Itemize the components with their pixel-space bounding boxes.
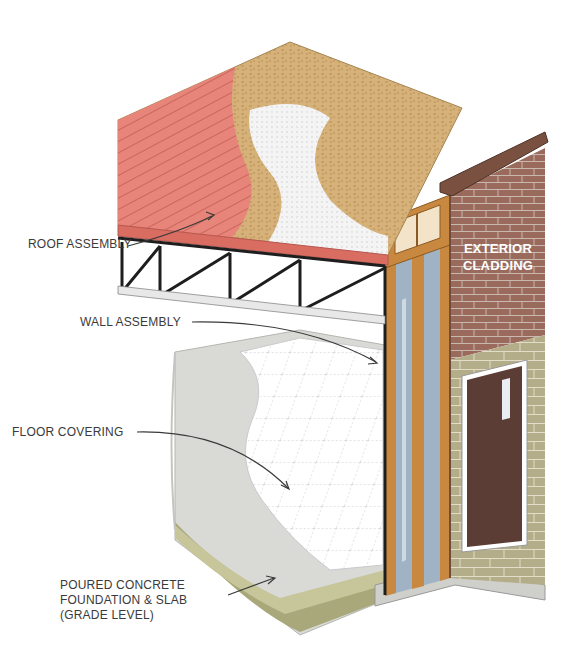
- part-label: ROOF ASSEMBLY: [28, 237, 148, 252]
- part-label: POURED CONCRETE FOUNDATION & SLAB (GRADE…: [60, 578, 225, 623]
- cladding-label: EXTERIOR CLADDING: [457, 240, 539, 274]
- leader-lines: [128, 212, 377, 595]
- part-label: WALL ASSEMBLY: [80, 315, 200, 330]
- part-label: FLOOR COVERING: [12, 425, 142, 440]
